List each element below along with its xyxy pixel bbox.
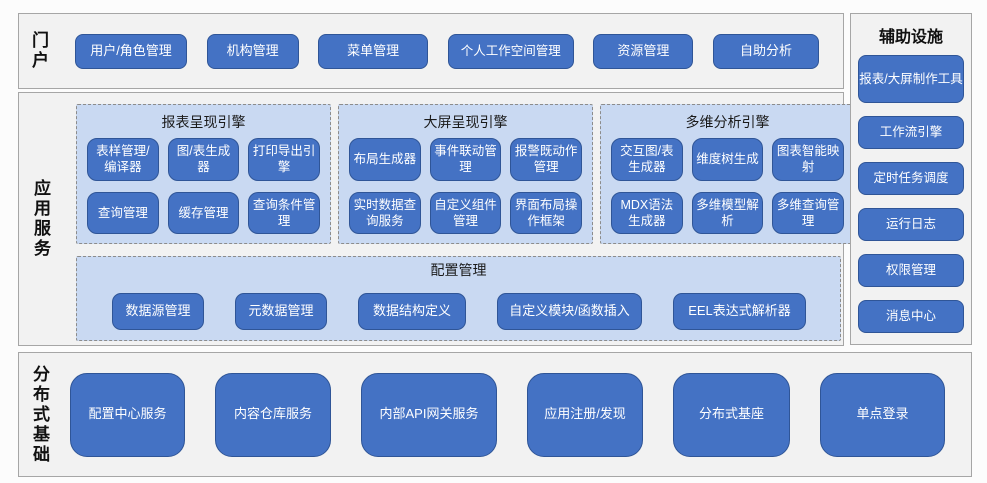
button-chart-smart-mapping[interactable]: 图表智能映射 <box>772 138 844 181</box>
button-cache-mgmt[interactable]: 缓存管理 <box>167 191 240 234</box>
config-mgmt-panel: 配置管理 数据源管理 元数据管理 数据结构定义 自定义模块/函数插入 EEL表达… <box>76 256 841 341</box>
foundation-button-internal-api-gateway[interactable]: 内部API网关服务 <box>361 372 497 457</box>
foundation-button-row: 配置中心服务 内容仓库服务 内部API网关服务 应用注册/发现 分布式基座 单点… <box>48 372 971 457</box>
button-dimension-tree-generation[interactable]: 维度树生成 <box>691 138 764 181</box>
config-mgmt-row: 数据源管理 元数据管理 数据结构定义 自定义模块/函数插入 EEL表达式解析器 <box>77 286 840 330</box>
bigscreen-engine-panel: 大屏呈现引擎 布局生成器 事件联动管理 报警既动作管理 实时数据查询服务 自定义… <box>338 104 593 244</box>
button-query-mgmt[interactable]: 查询管理 <box>87 191 159 234</box>
button-multidim-model-parsing[interactable]: 多维模型解析 <box>691 191 764 234</box>
bigscreen-engine-title: 大屏呈现引擎 <box>423 114 508 130</box>
foundation-button-sso[interactable]: 单点登录 <box>820 372 945 457</box>
report-engine-panel: 报表呈现引擎 表样管理/编译器 图/表生成器 打印导出引擎 查询管理 缓存管理 … <box>76 104 331 244</box>
portal-button-row: 用户/角色管理 机构管理 菜单管理 个人工作空间管理 资源管理 自助分析 <box>47 33 843 69</box>
button-multidim-query-mgmt[interactable]: 多维查询管理 <box>772 191 844 234</box>
button-query-condition-mgmt[interactable]: 查询条件管理 <box>248 191 320 234</box>
distributed-foundation-section: 分布式基础 配置中心服务 内容仓库服务 内部API网关服务 应用注册/发现 分布… <box>18 352 972 477</box>
engine-panels-row: 报表呈现引擎 表样管理/编译器 图/表生成器 打印导出引擎 查询管理 缓存管理 … <box>76 104 855 244</box>
portal-button-user-role-mgmt[interactable]: 用户/角色管理 <box>75 33 187 69</box>
aux-facilities-section: 辅助设施 报表/大屏制作工具 工作流引擎 定时任务调度 运行日志 权限管理 消息… <box>850 13 972 345</box>
report-engine-grid: 表样管理/编译器 图/表生成器 打印导出引擎 查询管理 缓存管理 查询条件管理 <box>87 138 320 234</box>
aux-button-report-bigscreen-tool[interactable]: 报表/大屏制作工具 <box>858 55 964 103</box>
app-services-section: 应用服务 报表呈现引擎 表样管理/编译器 图/表生成器 打印导出引擎 查询管理 … <box>18 92 855 346</box>
aux-facilities-title: 辅助设施 <box>878 29 943 46</box>
foundation-button-config-center[interactable]: 配置中心服务 <box>70 372 185 457</box>
foundation-button-app-registration-discovery[interactable]: 应用注册/发现 <box>527 372 643 457</box>
aux-button-run-log[interactable]: 运行日志 <box>858 208 964 241</box>
portal-section-label: 门户 <box>29 31 48 71</box>
button-eel-expression-parser[interactable]: EEL表达式解析器 <box>673 293 806 330</box>
aux-button-message-center[interactable]: 消息中心 <box>858 300 964 333</box>
portal-button-personal-workspace-mgmt[interactable]: 个人工作空间管理 <box>447 33 574 69</box>
button-custom-module-function-insert[interactable]: 自定义模块/函数插入 <box>497 293 642 330</box>
aux-button-workflow-engine[interactable]: 工作流引擎 <box>858 116 964 149</box>
portal-button-org-mgmt[interactable]: 机构管理 <box>206 33 299 69</box>
button-ui-layout-framework[interactable]: 界面布局操作框架 <box>510 191 582 234</box>
config-mgmt-title: 配置管理 <box>430 262 487 278</box>
portal-button-resource-mgmt[interactable]: 资源管理 <box>593 33 694 69</box>
button-realtime-data-query-service[interactable]: 实时数据查询服务 <box>349 191 421 234</box>
foundation-button-distributed-base[interactable]: 分布式基座 <box>673 372 790 457</box>
button-custom-component-mgmt[interactable]: 自定义组件管理 <box>429 191 502 234</box>
button-interactive-chart-generator[interactable]: 交互图/表生成器 <box>611 138 683 181</box>
foundation-button-content-repo[interactable]: 内容仓库服务 <box>215 372 331 457</box>
button-alarm-action-mgmt[interactable]: 报警既动作管理 <box>510 138 582 181</box>
bigscreen-engine-grid: 布局生成器 事件联动管理 报警既动作管理 实时数据查询服务 自定义组件管理 界面… <box>349 138 582 234</box>
report-engine-title: 报表呈现引擎 <box>161 114 246 130</box>
olap-engine-grid: 交互图/表生成器 维度树生成 图表智能映射 MDX语法生成器 多维模型解析 多维… <box>611 138 844 234</box>
button-metadata-mgmt[interactable]: 元数据管理 <box>235 293 327 330</box>
portal-button-menu-mgmt[interactable]: 菜单管理 <box>318 33 429 69</box>
button-datasource-mgmt[interactable]: 数据源管理 <box>112 293 204 330</box>
button-chart-table-generator[interactable]: 图/表生成器 <box>167 138 240 181</box>
button-template-mgmt-compiler[interactable]: 表样管理/编译器 <box>87 138 159 181</box>
button-layout-generator[interactable]: 布局生成器 <box>349 138 421 181</box>
olap-engine-title: 多维分析引擎 <box>685 114 770 130</box>
aux-button-permission-mgmt[interactable]: 权限管理 <box>858 254 964 287</box>
app-services-section-label: 应用服务 <box>31 179 50 259</box>
aux-button-scheduled-task[interactable]: 定时任务调度 <box>858 162 964 195</box>
portal-button-self-service-analysis[interactable]: 自助分析 <box>712 33 819 69</box>
button-print-export-engine[interactable]: 打印导出引擎 <box>248 138 320 181</box>
portal-section: 门户 用户/角色管理 机构管理 菜单管理 个人工作空间管理 资源管理 自助分析 <box>18 13 844 89</box>
aux-facilities-buttons: 报表/大屏制作工具 工作流引擎 定时任务调度 运行日志 权限管理 消息中心 <box>858 55 964 333</box>
button-mdx-syntax-generator[interactable]: MDX语法生成器 <box>611 191 683 234</box>
olap-engine-panel: 多维分析引擎 交互图/表生成器 维度树生成 图表智能映射 MDX语法生成器 多维… <box>600 104 855 244</box>
button-data-structure-definition[interactable]: 数据结构定义 <box>358 293 466 330</box>
button-event-linkage-mgmt[interactable]: 事件联动管理 <box>429 138 502 181</box>
distributed-foundation-label: 分布式基础 <box>30 364 49 465</box>
